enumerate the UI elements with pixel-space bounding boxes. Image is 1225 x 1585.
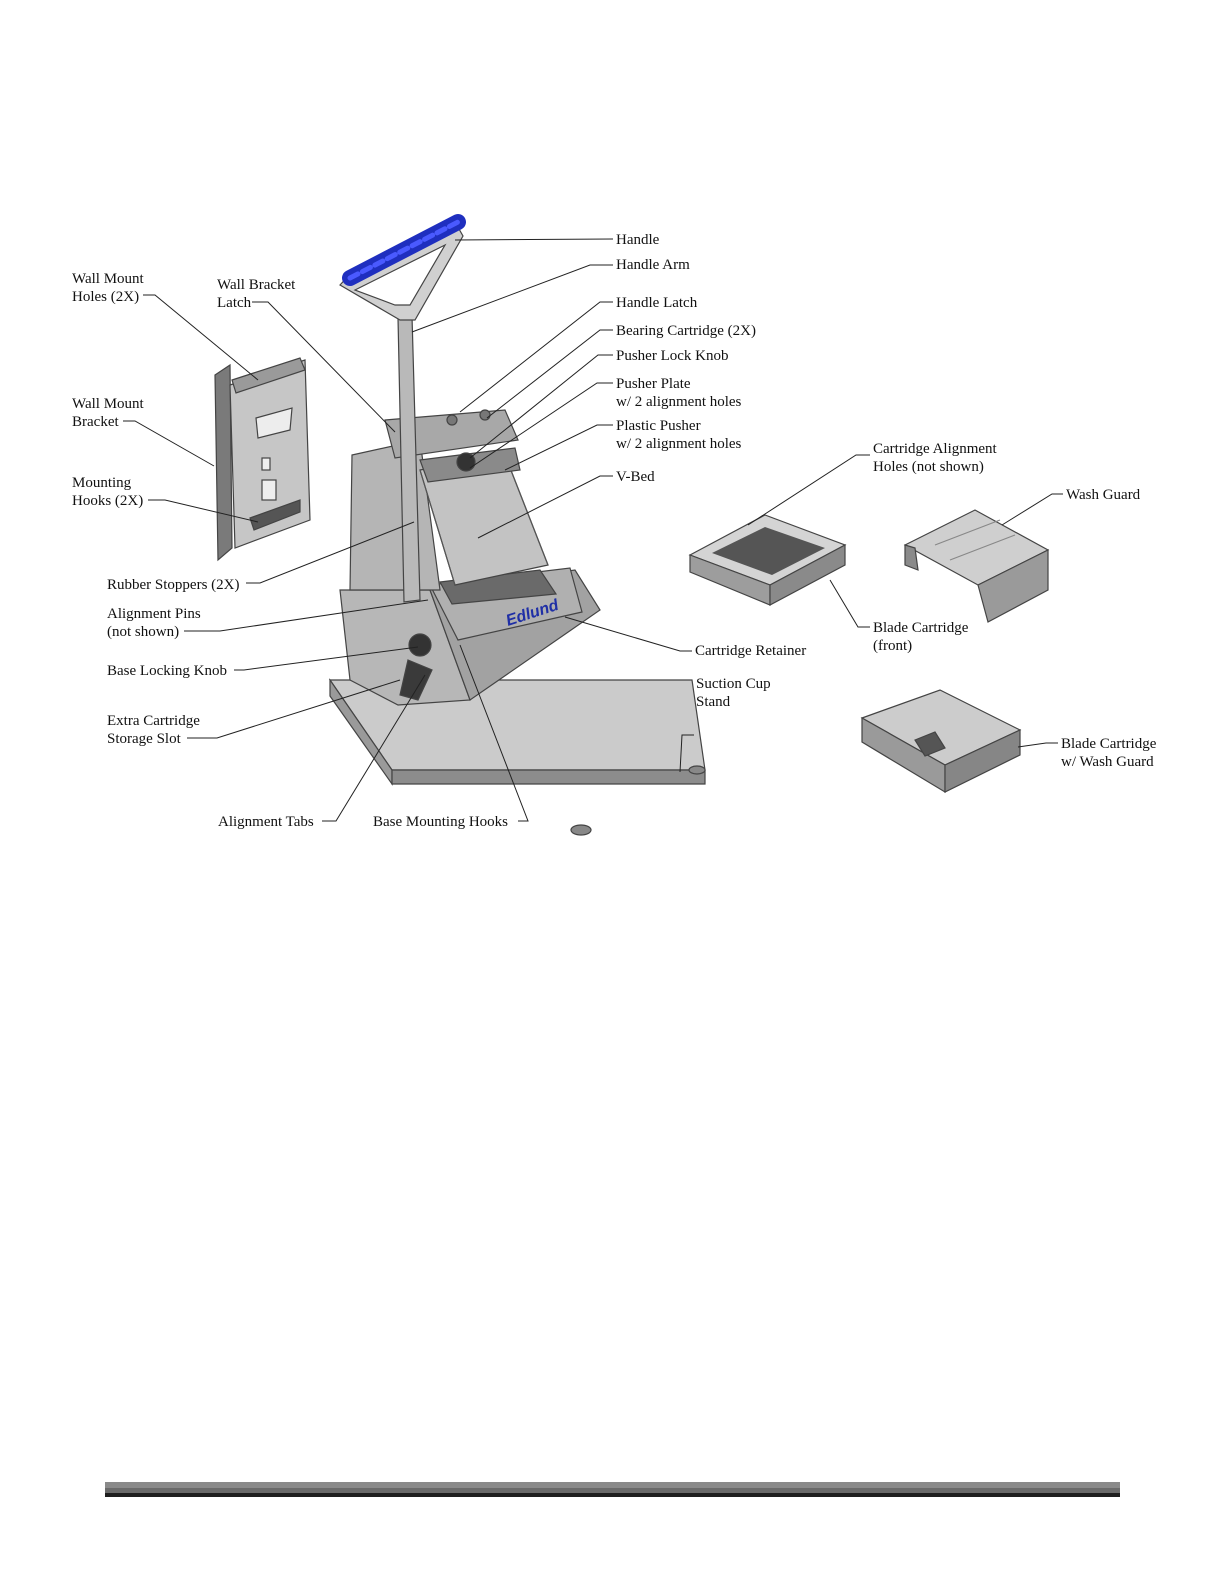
dicer-unit: Edlund [328, 221, 706, 836]
label-handle-arm-text: Handle Arm [616, 257, 690, 273]
label-alignment-pins: Alignment Pins (not shown) [107, 605, 201, 641]
label-base-mounting-hooks: Base Mounting Hooks [373, 813, 508, 831]
mounting-hooks [249, 499, 301, 531]
label-wall-mount-bracket-line1: Wall Mount [72, 396, 144, 412]
label-base-mounting-hooks-text: Base Mounting Hooks [373, 814, 508, 830]
wall-mount-bracket [214, 357, 311, 562]
label-extra-cartridge: Extra Cartridge Storage Slot [107, 712, 200, 748]
label-alignment-pins-line2: (not shown) [107, 624, 180, 640]
label-wash-guard: Wash Guard [1066, 486, 1140, 504]
label-cartridge-alignment-holes-line2: Holes (not shown) [873, 459, 984, 475]
label-plastic-pusher: Plastic Pusher w/ 2 alignment holes [616, 417, 741, 453]
label-wall-bracket-latch-line2: Latch [217, 295, 252, 311]
label-wall-mount-bracket-line2: Bracket [72, 414, 119, 430]
label-rubber-stoppers-text: Rubber Stoppers (2X) [107, 577, 240, 593]
label-wash-guard-text: Wash Guard [1066, 487, 1141, 503]
label-plastic-pusher-line2: w/ 2 alignment holes [616, 436, 742, 452]
label-alignment-tabs: Alignment Tabs [218, 813, 314, 831]
label-cartridge-retainer-text: Cartridge Retainer [695, 643, 807, 659]
blade-cartridge-front [688, 514, 847, 606]
label-rubber-stoppers: Rubber Stoppers (2X) [107, 576, 239, 594]
bearing-cartridge [479, 409, 491, 421]
label-pusher-plate-line1: Pusher Plate [616, 376, 691, 392]
label-pusher-lock-knob-text: Pusher Lock Knob [616, 348, 729, 364]
label-mounting-hooks: Mounting Hooks (2X) [72, 474, 143, 510]
blade-cartridge-wash-guard [860, 689, 1022, 794]
top-carriage [384, 409, 519, 459]
label-plastic-pusher-line1: Plastic Pusher [616, 418, 701, 434]
label-blade-cartridge-wash-guard-line1: Blade Cartridge [1061, 736, 1157, 752]
handle-grip [342, 214, 466, 286]
label-handle-arm: Handle Arm [616, 256, 690, 274]
label-bearing-cartridge-text: Bearing Cartridge (2X) [616, 323, 756, 339]
base-locking-knob [408, 633, 432, 657]
leader-lines [123, 238, 1063, 822]
label-wall-mount-holes-line1: Wall Mount [72, 271, 144, 287]
label-handle: Handle [616, 231, 659, 249]
label-blade-cartridge-wash-guard-line2: w/ Wash Guard [1061, 754, 1154, 770]
label-blade-cartridge-front: Blade Cartridge (front) [873, 619, 968, 655]
label-alignment-tabs-text: Alignment Tabs [218, 814, 314, 830]
bracket-slot [261, 479, 277, 501]
label-mounting-hooks-line1: Mounting [72, 475, 132, 491]
label-wall-mount-holes-line2: Holes (2X) [72, 289, 140, 305]
label-handle-text: Handle [616, 232, 660, 248]
label-cartridge-alignment-holes-line1: Cartridge Alignment [873, 441, 997, 457]
label-wall-mount-bracket: Wall Mount Bracket [72, 395, 144, 431]
label-mounting-hooks-line2: Hooks (2X) [72, 493, 144, 509]
footer-rule [105, 1482, 1120, 1498]
blade-grid [712, 527, 825, 575]
label-blade-cartridge-front-line1: Blade Cartridge [873, 620, 969, 636]
label-pusher-plate: Pusher Plate w/ 2 alignment holes [616, 375, 741, 411]
label-pusher-plate-line2: w/ 2 alignment holes [616, 394, 742, 410]
label-handle-latch-text: Handle Latch [616, 295, 698, 311]
label-base-locking-knob-text: Base Locking Knob [107, 663, 227, 679]
label-base-locking-knob: Base Locking Knob [107, 662, 227, 680]
suction-cup-foot [570, 824, 592, 836]
label-handle-latch: Handle Latch [616, 294, 697, 312]
label-extra-cartridge-line2: Storage Slot [107, 731, 181, 747]
label-wall-bracket-latch: Wall Bracket Latch [217, 276, 295, 312]
label-cartridge-retainer: Cartridge Retainer [695, 642, 806, 660]
label-suction-cup-stand: Suction Cup Stand [696, 675, 771, 711]
label-suction-cup-stand-line2: Stand [696, 694, 731, 710]
label-extra-cartridge-line1: Extra Cartridge [107, 713, 200, 729]
label-blade-cartridge-wash-guard: Blade Cartridge w/ Wash Guard [1061, 735, 1156, 771]
label-bearing-cartridge: Bearing Cartridge (2X) [616, 322, 756, 340]
cartridge-storage-slot [399, 659, 433, 701]
label-suction-cup-stand-line1: Suction Cup [696, 676, 771, 692]
wash-guard [903, 509, 1050, 623]
label-wall-bracket-latch-line1: Wall Bracket [217, 277, 296, 293]
label-pusher-lock-knob: Pusher Lock Knob [616, 347, 729, 365]
label-blade-cartridge-front-line2: (front) [873, 638, 913, 654]
label-wall-mount-holes: Wall Mount Holes (2X) [72, 270, 144, 306]
label-alignment-pins-line1: Alignment Pins [107, 606, 201, 622]
label-v-bed-text: V-Bed [616, 469, 655, 485]
label-cartridge-alignment-holes: Cartridge Alignment Holes (not shown) [873, 440, 997, 476]
label-v-bed: V-Bed [616, 468, 655, 486]
